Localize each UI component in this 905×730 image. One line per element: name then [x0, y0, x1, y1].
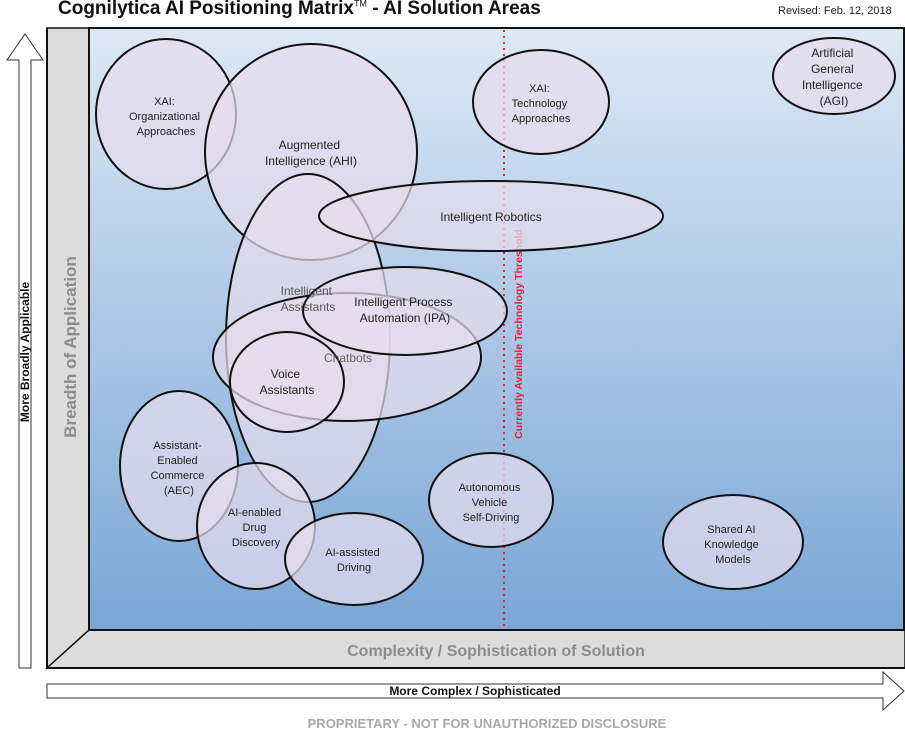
right-arrow-icon	[46, 670, 905, 712]
label-ahi: Augmented Intelligence (AHI)	[265, 138, 357, 168]
label-chatbots: Chatbots	[324, 351, 372, 365]
title-text: Cognilytica AI Positioning Matrix	[58, 0, 354, 19]
label-xai-tech: XAI: Technology Approaches	[512, 83, 571, 125]
label-voice: Voice Assistants	[260, 367, 315, 397]
label-ipa: Intelligent Process Automation (IPA)	[354, 295, 455, 325]
title-suffix: - AI Solution Areas	[366, 0, 541, 19]
area-driving	[284, 512, 424, 606]
area-autonomous	[428, 452, 554, 548]
x-side-label: Complexity / Sophistication of Solution	[347, 643, 645, 660]
area-agi	[772, 37, 896, 115]
area-knowledge	[662, 494, 804, 590]
label-drug: AI-enabled Drug Discovery	[228, 507, 284, 549]
trademark-mark: TM	[353, 0, 367, 9]
label-assistants: Intelligent Assistants	[281, 284, 336, 314]
label-knowledge: Shared AI Knowledge Models	[704, 524, 762, 566]
bubbles	[95, 37, 896, 606]
label-driving: AI-assisted Driving	[325, 547, 382, 574]
label-autonomous: Autonomous Vehicle Self-Driving	[459, 482, 524, 524]
up-arrow-icon	[6, 33, 44, 669]
revised-date: Revised: Feb. 12, 2018	[778, 5, 892, 17]
area-xai-tech	[472, 49, 610, 155]
label-xai-org: XAI: Organizational Approaches	[129, 96, 203, 138]
footer-disclaimer: PROPRIETARY - NOT FOR UNAUTHORIZED DISCL…	[308, 716, 667, 730]
y-arrow-label: More Broadly Applicable	[18, 282, 32, 423]
page-title: Cognilytica AI Positioning MatrixTM - AI…	[58, 0, 541, 20]
area-ipa	[302, 266, 508, 356]
x-arrow-label: More Complex / Sophisticated	[389, 684, 560, 698]
threshold-label: Currently Available Technology Threshold	[513, 229, 525, 439]
bubble-labels: XAI: Organizational Approaches Augmented…	[129, 46, 866, 574]
label-robotics: Intelligent Robotics	[440, 210, 541, 224]
area-robotics	[318, 180, 664, 252]
label-agi: Artificial General Intelligence (AGI)	[802, 46, 866, 108]
label-aec: Assistant- Enabled Commerce (AEC)	[151, 440, 208, 497]
y-side-label: Breadth of Application	[61, 256, 80, 438]
area-voice	[229, 331, 345, 433]
